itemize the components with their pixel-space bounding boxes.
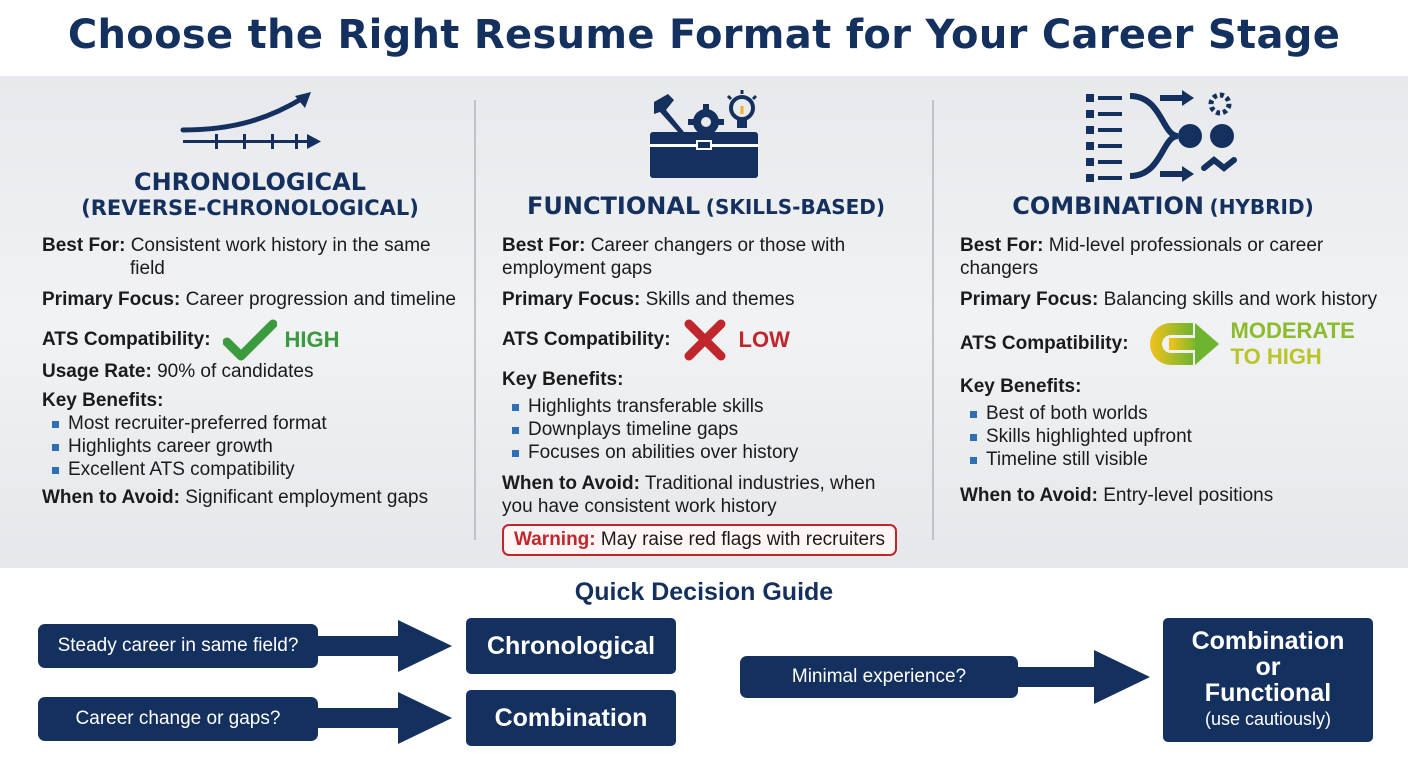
chronological-title: CHRONOLOGICAL (REVERSE-CHRONOLOGICAL) [60,168,440,220]
avoid-row: When to Avoid: Entry-level positions [960,484,1273,507]
list-item: Highlights career growth [42,435,327,458]
answer-combination: Combination [466,690,676,746]
warning-callout: Warning: May raise red flags with recrui… [502,524,897,556]
ats-value: LOW [738,327,790,352]
benefits-label: Key Benefits: [42,389,163,412]
answer-note: (use cautiously) [1204,709,1332,729]
answer-line: Combination [1191,627,1345,655]
page-title: Choose the Right Resume Format for Your … [67,12,1341,58]
ats-row: ATS Compatibility: MODERATE TO HIGH [960,318,1355,370]
primary-focus-row: Primary Focus: Career progression and ti… [42,288,456,311]
usage-row: Usage Rate: 90% of candidates [42,360,313,383]
ats-label: ATS Compatibility: [42,329,211,350]
answer-chronological: Chronological [466,618,676,674]
benefits-list: Best of both worlds Skills highlighted u… [960,402,1192,471]
primary-focus-text: Balancing skills and work history [1103,289,1378,310]
avoid-text: Entry-level positions [1103,485,1274,506]
arrow-right-icon [318,620,452,672]
list-item: Excellent ATS compatibility [42,458,327,481]
list-item: Best of both worlds [960,402,1192,425]
benefits-heading: Key Benefits: [960,376,1082,397]
best-for-text: Mid-level professionals or career [1048,235,1324,256]
avoid-label: When to Avoid: [42,487,180,508]
benefits-list: Most recruiter-preferred format Highligh… [42,412,327,481]
column-title-main: COMBINATION [1012,192,1204,220]
cross-icon [684,319,726,361]
ats-value: HIGH [284,327,340,352]
usage-label: Usage Rate: [42,361,152,382]
column-title-sub: (SKILLS-BASED) [705,195,886,219]
decision-guide-title: Quick Decision Guide [574,578,834,606]
question-minimal-experience: Minimal experience? [740,656,1018,698]
primary-focus-row: Primary Focus: Skills and themes [502,288,795,311]
primary-focus-label: Primary Focus: [42,289,181,310]
answer-line: or [1255,653,1281,681]
checkmark-icon [222,319,277,361]
column-divider [474,100,476,540]
avoid-label: When to Avoid: [960,485,1098,506]
warning-text: May raise red flags with recruiters [600,529,885,550]
best-for-text-cont: changers [960,258,1039,279]
column-divider [932,100,934,540]
answer-combination-or-functional: Combination or Functional (use cautiousl… [1163,618,1373,742]
best-for-text-cont: field [130,258,165,279]
column-title-sub: (HYBRID) [1209,195,1314,219]
benefits-heading: Key Benefits: [42,390,164,411]
timeline-arrow-icon [180,92,321,149]
avoid-text: Traditional industries, when [644,473,876,494]
list-item: Highlights transferable skills [502,395,798,418]
ats-row: ATS Compatibility: LOW [502,318,790,362]
best-for-label: Best For: [502,235,586,256]
column-title-main: CHRONOLOGICAL [133,168,367,196]
warning-label: Warning: [514,529,596,550]
primary-focus-text: Skills and themes [645,289,795,310]
hybrid-merge-icon [1086,90,1237,182]
ats-value-line: MODERATE [1230,318,1355,343]
arrow-right-icon [1018,650,1150,704]
avoid-label: When to Avoid: [502,473,640,494]
toolbox-icon [650,90,758,178]
avoid-text: Significant employment gaps [185,487,429,508]
best-for-row: Best For: Mid-level professionals or car… [960,234,1380,280]
primary-focus-label: Primary Focus: [960,289,1099,310]
answer-line: Functional [1204,679,1332,707]
usage-text: 90% of candidates [157,361,314,382]
ats-label: ATS Compatibility: [502,329,671,350]
primary-focus-label: Primary Focus: [502,289,641,310]
list-item: Focuses on abilities over history [502,441,798,464]
list-item: Timeline still visible [960,448,1192,471]
column-title-sub: (REVERSE-CHRONOLOGICAL) [81,196,419,220]
column-title-main: FUNCTIONAL [526,192,701,220]
benefits-list: Highlights transferable skills Downplays… [502,395,798,464]
best-for-label: Best For: [960,235,1044,256]
arrow-right-icon [318,692,452,744]
list-item: Skills highlighted upfront [960,425,1192,448]
best-for-text: Career changers or those with [590,235,846,256]
ats-value-line: TO HIGH [1230,344,1322,369]
ats-label: ATS Compatibility: [960,333,1129,354]
ats-value: MODERATE TO HIGH [1231,318,1355,370]
best-for-label: Best For: [42,235,126,256]
ats-row: ATS Compatibility: HIGH [42,318,340,362]
best-for-text-cont: employment gaps [502,258,652,279]
benefits-label: Key Benefits: [960,375,1081,398]
benefits-heading: Key Benefits: [502,369,624,390]
avoid-row: When to Avoid: Significant employment ga… [42,486,428,509]
gradient-arrow-icon [1149,323,1219,365]
best-for-text: Consistent work history in the same [130,235,431,256]
question-steady-career: Steady career in same field? [38,624,318,668]
best-for-row: Best For: Consistent work history in the… [42,234,462,280]
list-item: Downplays timeline gaps [502,418,798,441]
best-for-row: Best For: Career changers or those with … [502,234,902,280]
list-item: Most recruiter-preferred format [42,412,327,435]
primary-focus-row: Primary Focus: Balancing skills and work… [960,288,1377,311]
functional-title: FUNCTIONAL (SKILLS-BASED) [496,192,916,220]
avoid-row: When to Avoid: Traditional industries, w… [502,472,922,518]
combination-title: COMBINATION (HYBRID) [958,192,1368,220]
question-career-change: Career change or gaps? [38,697,318,741]
benefits-label: Key Benefits: [502,368,623,391]
avoid-text-cont: you have consistent work history [502,496,777,517]
primary-focus-text: Career progression and timeline [185,289,456,310]
